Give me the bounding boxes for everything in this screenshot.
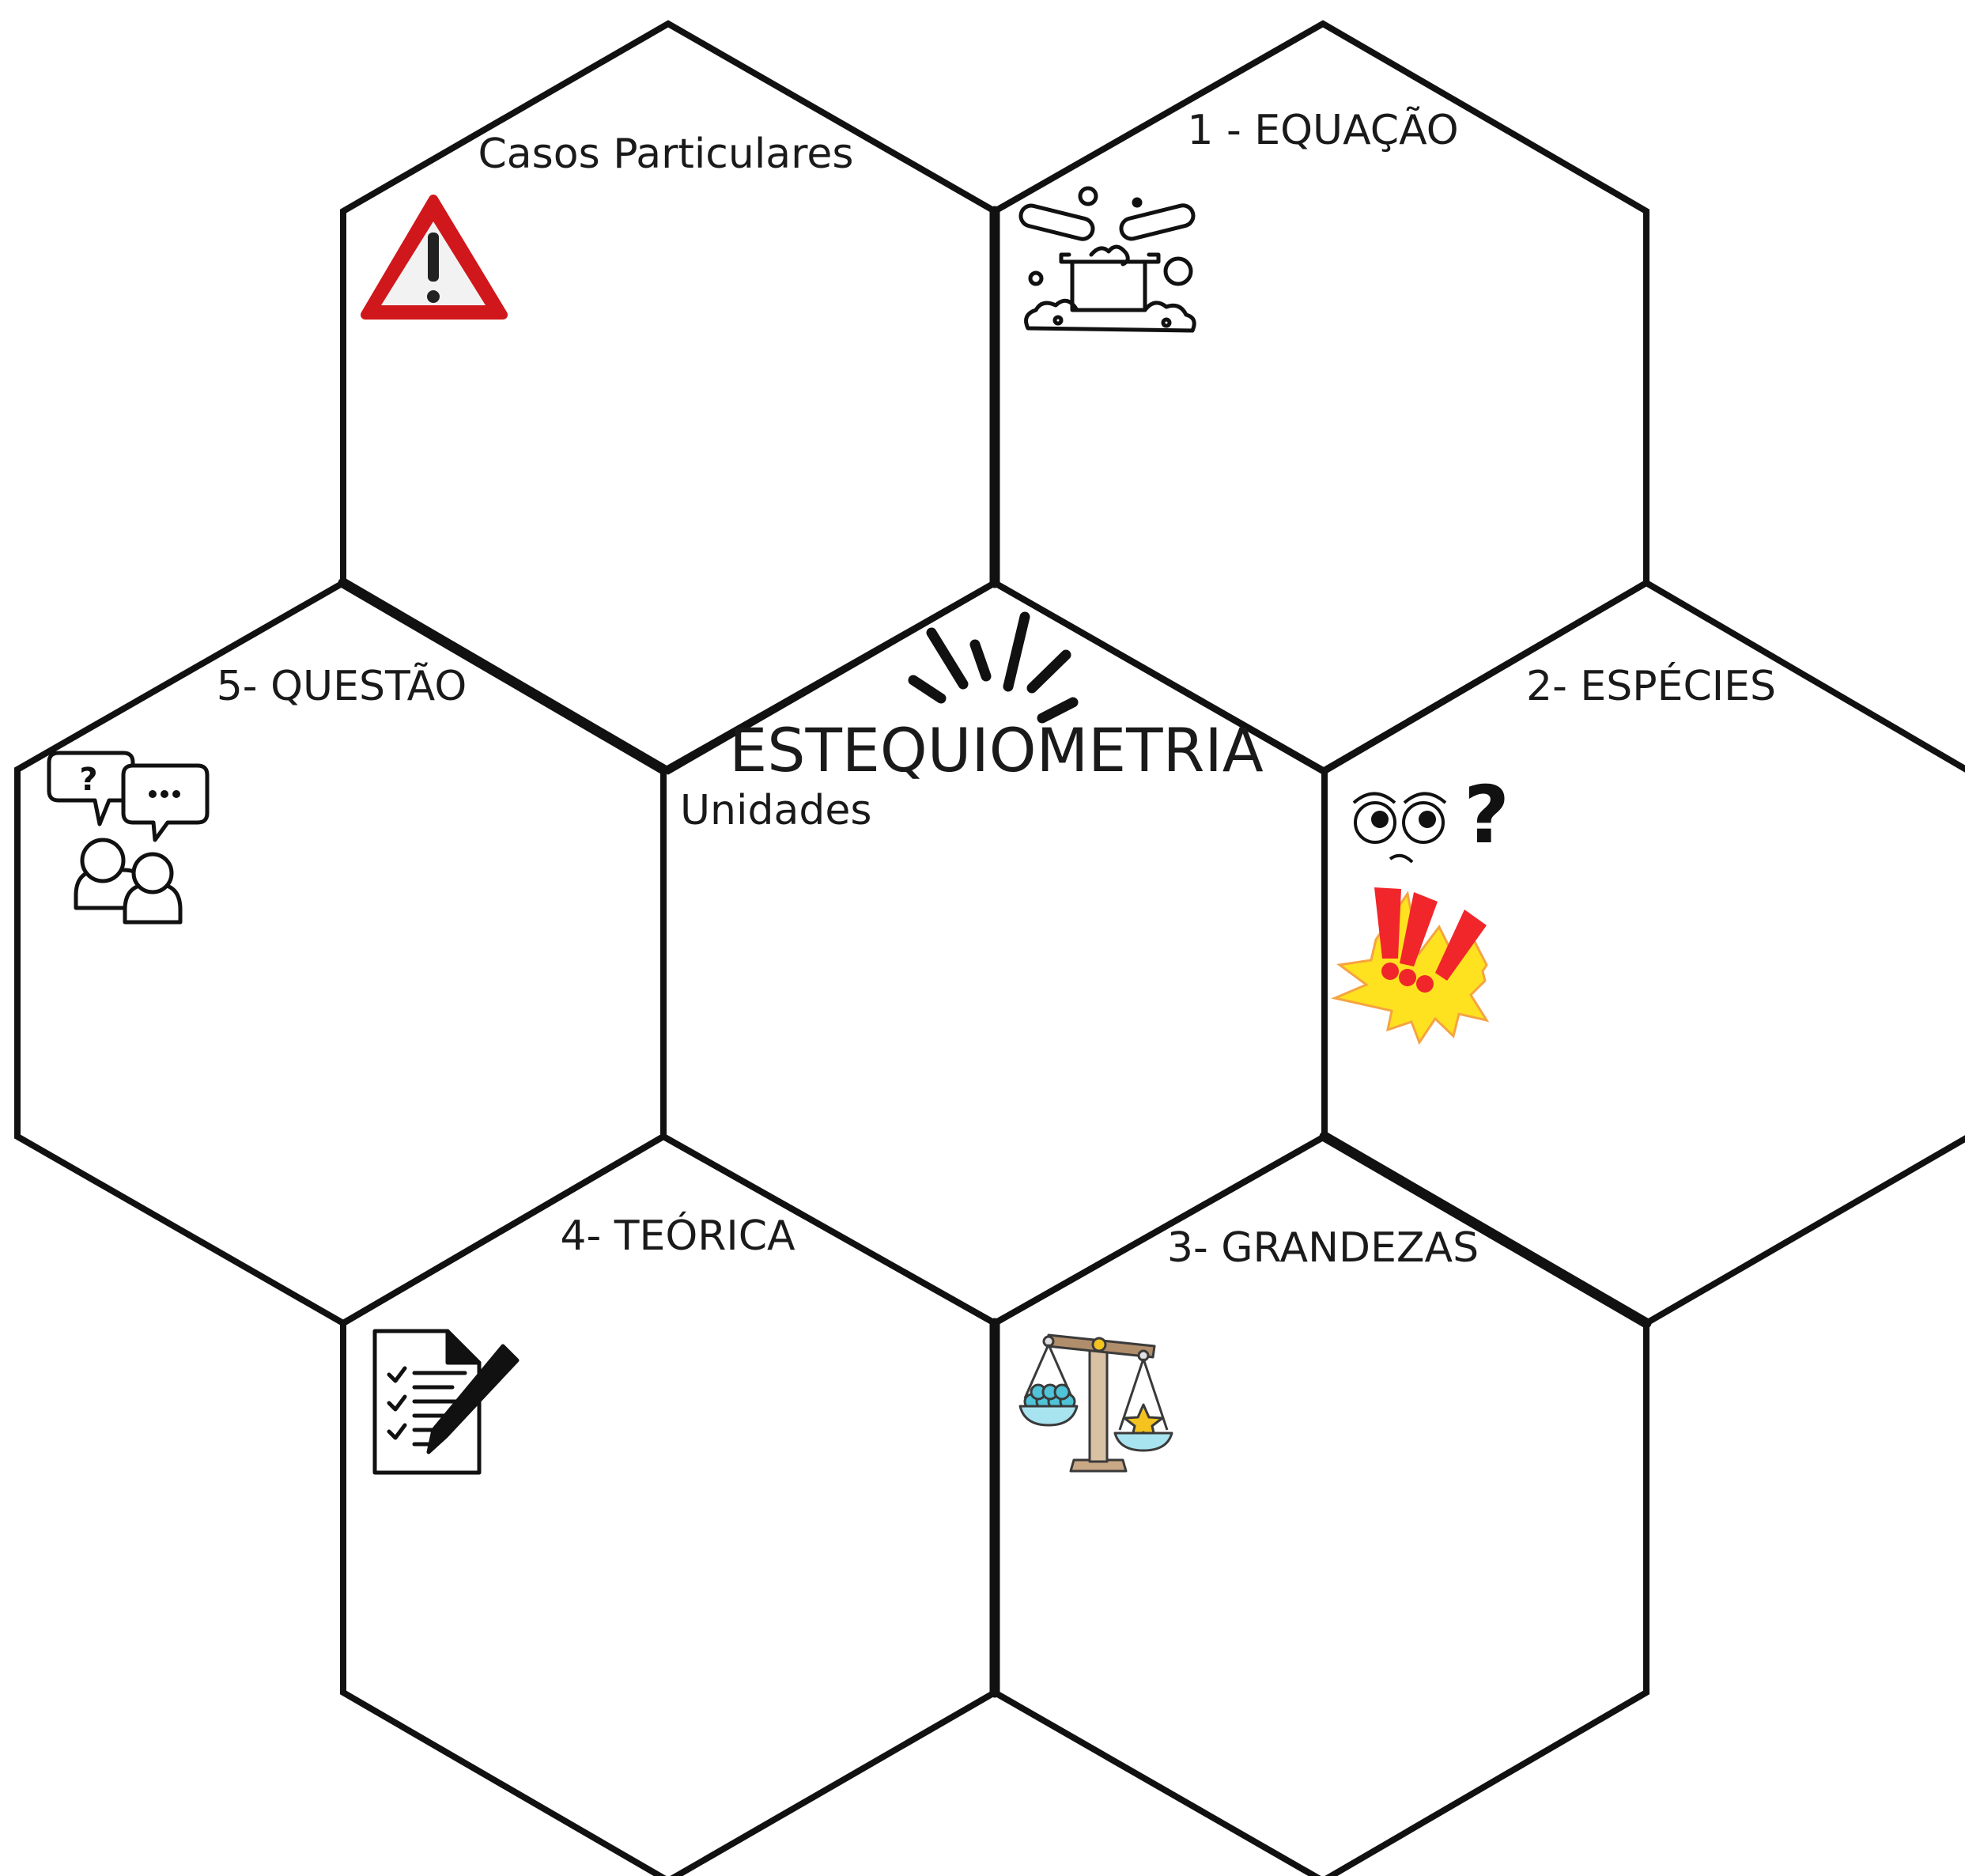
- label-casos-particulares: Casos Particulares: [478, 130, 854, 178]
- label-equacao: 1 - EQUAÇÃO: [1187, 106, 1458, 154]
- label-questao: 5- QUESTÃO: [217, 662, 467, 710]
- svg-text:?: ?: [1464, 769, 1510, 861]
- title-emphasis-lines-icon: [913, 617, 1073, 718]
- confused-face-exclamation-icon: ?: [1335, 769, 1510, 1042]
- central-title: ESTEQUIOMETRIA: [729, 715, 1264, 785]
- checklist-pen-icon: [375, 1331, 517, 1473]
- chemical-reaction-icon: [1018, 188, 1196, 331]
- balance-scale-icon: [1020, 1335, 1172, 1471]
- label-especies: 2- ESPÉCIES: [1526, 662, 1776, 710]
- svg-text:?: ?: [79, 762, 97, 798]
- label-grandezas: 3- GRANDEZAS: [1167, 1224, 1479, 1272]
- central-subtitle: Unidades: [680, 787, 871, 834]
- warning-icon: [365, 199, 503, 315]
- label-teorica: 4- TEÓRICA: [560, 1211, 795, 1260]
- discussion-people-icon: ?: [49, 753, 207, 922]
